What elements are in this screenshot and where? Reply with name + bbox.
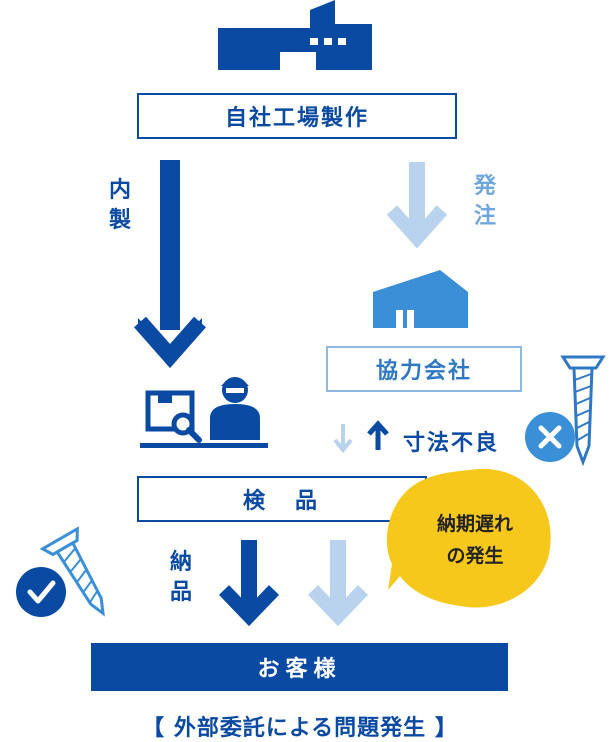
factory-label-box: 自社工場製作: [137, 93, 457, 139]
customer-label: お客様: [257, 657, 342, 682]
delay-line-1: 納期遅れ: [436, 513, 513, 535]
delay-bubble-text: 納期遅れ の発生: [405, 508, 545, 572]
in-house-label: 内製: [108, 178, 131, 233]
factory-icon: [218, 0, 372, 70]
inspection-label: 検 品: [242, 489, 321, 514]
partner-label: 協力会社: [375, 359, 472, 384]
customer-bar: お客様: [91, 643, 508, 691]
order-label: 発注: [473, 174, 496, 229]
delivery-label: 納品: [169, 550, 192, 605]
factory-label: 自社工場製作: [224, 106, 369, 131]
defect-label: 寸法不良: [403, 431, 500, 456]
diagram-caption: 【 外部委託による問題発生 】: [142, 716, 458, 741]
partner-label-box: 協力会社: [326, 346, 522, 392]
delay-line-2: の発生: [446, 545, 504, 567]
inspection-box: 検 品: [137, 476, 427, 522]
